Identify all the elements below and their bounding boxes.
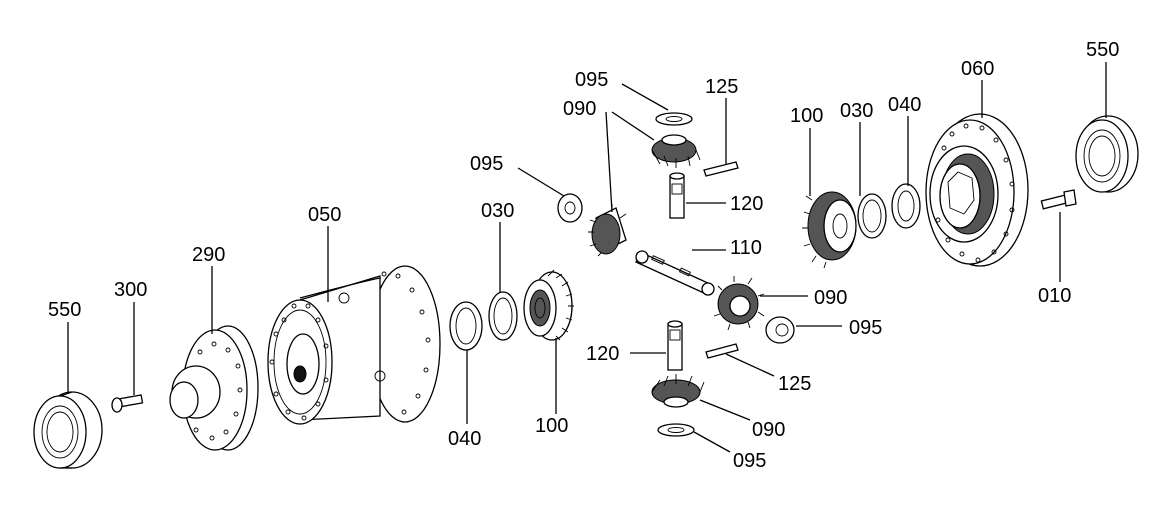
- part-090-pinion-left[interactable]: [588, 204, 627, 257]
- label-050: 050: [308, 204, 341, 226]
- label-095-right: 095: [849, 317, 882, 339]
- label-060: 060: [961, 58, 994, 80]
- part-095-washer-bottom[interactable]: [657, 423, 695, 437]
- label-125-top: 125: [705, 76, 738, 98]
- part-100-side-gear-right[interactable]: [802, 191, 857, 269]
- leader-090-top-a: [611, 111, 655, 141]
- part-550-left-bearing[interactable]: [33, 391, 103, 469]
- part-090-pinion-right[interactable]: [713, 276, 765, 331]
- label-100-b: 100: [790, 105, 823, 127]
- part-100-side-gear[interactable]: [523, 269, 574, 341]
- part-050-housing[interactable]: [267, 265, 441, 425]
- label-040-a: 040: [448, 428, 481, 450]
- label-090-bottom: 090: [752, 419, 785, 441]
- part-120-shaft-bottom[interactable]: [667, 320, 683, 371]
- label-090-top: 090: [563, 98, 596, 120]
- label-550-right: 550: [1086, 39, 1119, 61]
- label-090-right: 090: [814, 287, 847, 309]
- label-290: 290: [192, 244, 225, 266]
- part-300-bolt[interactable]: [111, 394, 144, 413]
- part-550-right-bearing[interactable]: [1075, 115, 1139, 193]
- leader-095-a: [517, 167, 565, 197]
- part-110-cross-shaft[interactable]: [635, 250, 715, 296]
- part-290-flange[interactable]: [169, 325, 259, 451]
- leader-125-bottom: [725, 353, 775, 377]
- part-120-shaft-top[interactable]: [669, 172, 685, 219]
- part-090-pinion-bottom[interactable]: [651, 374, 705, 408]
- label-095-top: 095: [575, 69, 608, 91]
- label-300: 300: [114, 279, 147, 301]
- label-095-a: 095: [470, 153, 503, 175]
- label-095-bottom: 095: [733, 450, 766, 472]
- part-095-washer-right[interactable]: [765, 316, 795, 344]
- part-125-pin-bottom[interactable]: [705, 343, 739, 359]
- leader-095-bottom: [693, 431, 731, 453]
- label-120-bottom: 120: [586, 343, 619, 365]
- part-030-ring-right[interactable]: [857, 193, 887, 239]
- label-120-top: 120: [730, 193, 763, 215]
- label-100-a: 100: [535, 415, 568, 437]
- leader-090-top-b: [605, 111, 613, 213]
- part-090-pinion-top[interactable]: [651, 134, 701, 168]
- label-550-left: 550: [48, 299, 81, 321]
- label-030-b: 030: [840, 100, 873, 122]
- part-125-pin-top[interactable]: [703, 161, 739, 177]
- label-125-bottom: 125: [778, 373, 811, 395]
- leader-095-top: [621, 83, 669, 111]
- part-010-bolt[interactable]: [1040, 189, 1077, 210]
- part-095-washer-top[interactable]: [655, 112, 693, 126]
- part-040-shim[interactable]: [449, 301, 483, 351]
- part-030-ring[interactable]: [488, 291, 518, 341]
- part-095-washer-left[interactable]: [557, 193, 583, 223]
- label-040-b: 040: [888, 94, 921, 116]
- label-030-a: 030: [481, 200, 514, 222]
- leader-090-bottom: [699, 399, 751, 421]
- part-040-shim-right[interactable]: [891, 183, 921, 229]
- label-110: 110: [730, 237, 762, 259]
- part-060-ring-gear[interactable]: [925, 113, 1029, 267]
- label-010: 010: [1038, 285, 1071, 307]
